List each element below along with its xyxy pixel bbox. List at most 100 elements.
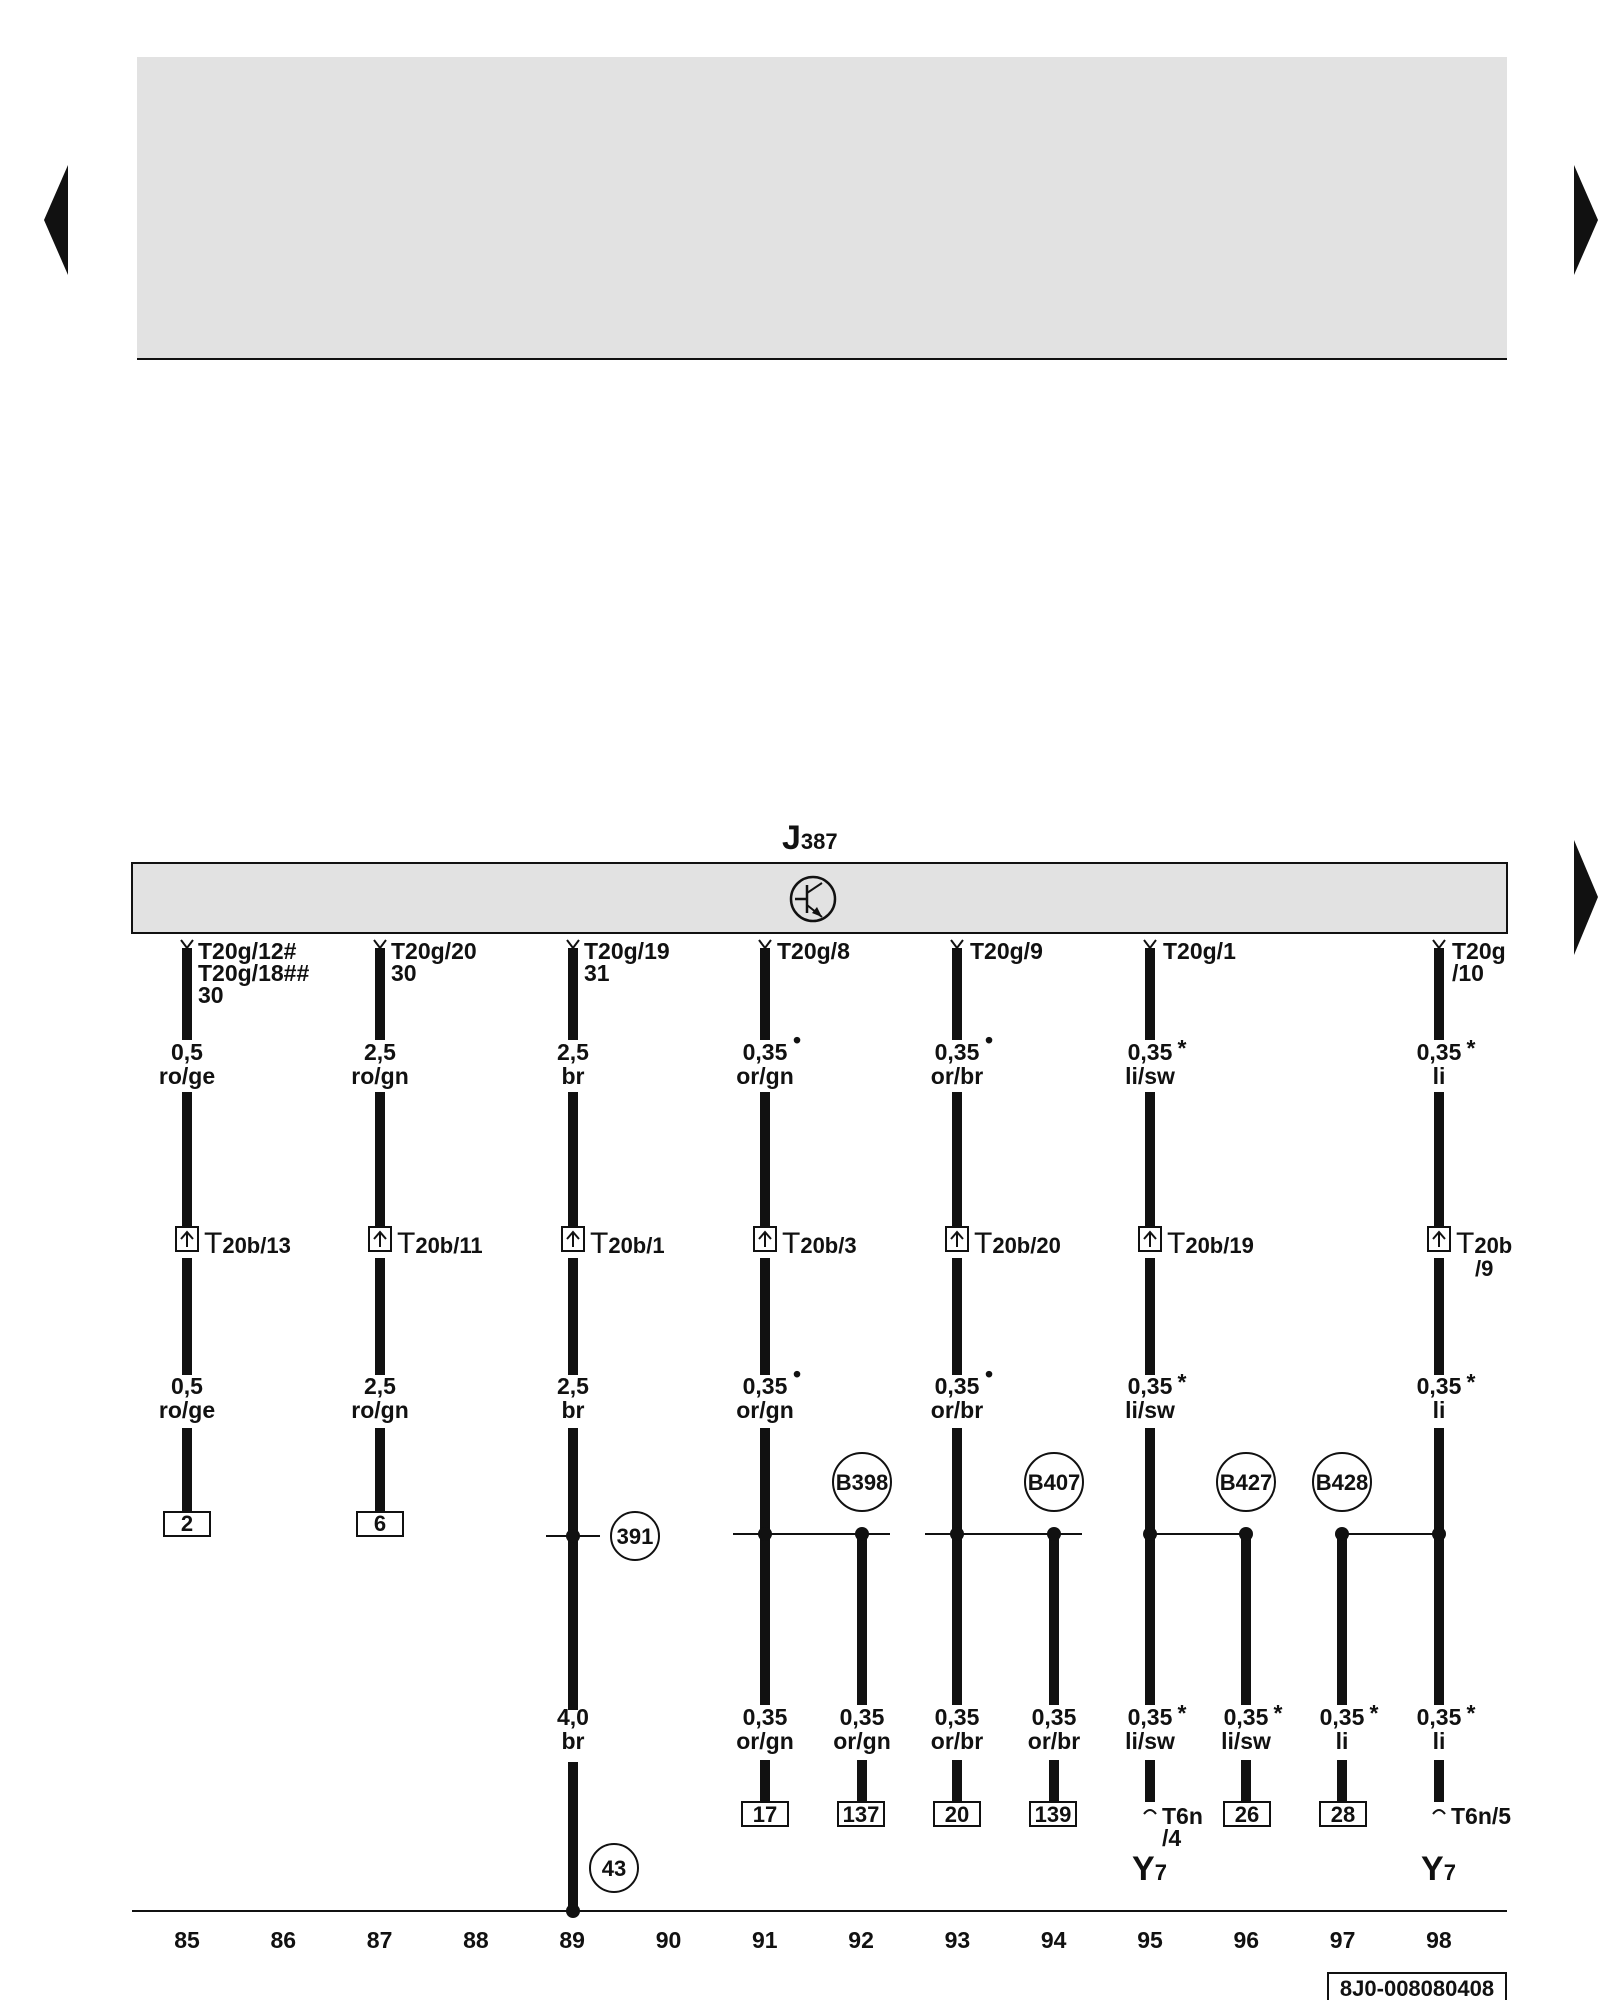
wire-ref-box: 137 [837,1801,885,1827]
track-number: 88 [463,1927,489,1953]
connector-label: T20b/3 [782,1227,857,1260]
wire-size-label: 0,35 [743,1704,788,1730]
prev-page-icon[interactable] [44,165,68,275]
wire-ref-box: 20 [933,1801,981,1827]
pin-hook-icon [1432,1809,1446,1815]
svg-text:391: 391 [617,1524,654,1549]
wire-size-label: 0,35 [1320,1704,1365,1730]
track-number: 93 [945,1927,971,1953]
svg-text:17: 17 [753,1802,777,1827]
wire-size-label: 0,35 [743,1373,788,1399]
splice-b427: B427 [1216,1452,1276,1512]
bullet-mark: • [793,1361,801,1387]
wire-size-label: 0,35 [1224,1704,1269,1730]
bullet-mark: • [985,1361,993,1387]
wire-labels-bottom: 4,0br0,35or/gn0,35or/gn0,35or/br0,35or/b… [557,1700,1476,1754]
track-number: 97 [1330,1927,1356,1953]
wire-color-label: or/gn [833,1728,891,1754]
wire-color-label: li [1433,1728,1446,1754]
svg-text:T20g/1: T20g/1 [1163,938,1236,964]
junction-dot [1047,1527,1061,1541]
track-number: 85 [174,1927,200,1953]
splice-b428: B428 [1312,1452,1372,1512]
junction-dot [1335,1527,1349,1541]
bottom-pin-label: T6n/4 [1162,1803,1203,1851]
track-number: 91 [752,1927,778,1953]
splice-391: 391 [610,1511,660,1561]
wire-ref-box: 6 [356,1511,404,1537]
track-number: 96 [1234,1927,1260,1953]
track-number: 89 [559,1927,585,1953]
svg-text:8J0-008080408: 8J0-008080408 [1340,1976,1494,2000]
transistor-icon [789,875,837,923]
connector: T20b/1 [561,1226,665,1260]
pin-arrow-icon [373,939,387,950]
pin-arrow-icon [566,939,580,950]
wire-size-label: 0,35 [743,1039,788,1065]
splice-b407: B407 [1024,1452,1084,1512]
wire-labels-top: 0,5ro/ge2,5ro/gn2,5br0,35or/gn•0,35or/br… [159,1027,1476,1089]
wire-color-label: li/sw [1125,1063,1175,1089]
wire-color-label: or/br [931,1397,983,1423]
ground-point-43: 43 [589,1843,639,1893]
pin-label: T20g/1 [1163,938,1236,964]
track-number: 86 [271,1927,297,1953]
wire-size-label: 2,5 [364,1039,396,1065]
asterisk-mark: * [1467,1700,1476,1726]
wire-size-label: 0,35 [1128,1704,1173,1730]
wire-color-label: or/gn [736,1063,794,1089]
wire-color-label: ro/ge [159,1063,215,1089]
wire-ref-box: 26 [1223,1801,1271,1827]
wire-color-label: br [562,1397,585,1423]
svg-text:2: 2 [181,1511,193,1536]
bottom-pin-label: T6n/5 [1451,1803,1511,1829]
connector-label: T20b/13 [204,1227,291,1260]
wire-color-label: li [1336,1728,1349,1754]
pin-arrow-icon [180,939,194,950]
wire-color-label: or/br [931,1728,983,1754]
svg-text:B398: B398 [836,1470,889,1495]
control-unit-box [131,862,1508,934]
wire-color-label: br [562,1063,585,1089]
track-number: 90 [656,1927,682,1953]
wire-size-label: 0,35 [935,1039,980,1065]
svg-text:20: 20 [945,1802,969,1827]
asterisk-mark: * [1178,1369,1187,1395]
wire-ref-box: 17 [741,1801,789,1827]
pin-label: T20g/12#T20g/18##30 [198,938,309,1008]
svg-text:T20g/8: T20g/8 [777,938,850,964]
svg-text:B428: B428 [1316,1470,1369,1495]
bullet-mark: • [793,1027,801,1053]
wire-size-label: 0,35 [1032,1704,1077,1730]
next-section-icon[interactable] [1574,840,1598,955]
connector: T20b/13 [175,1226,291,1260]
connector-label: /9 [1475,1256,1493,1281]
junction-dot [1239,1527,1253,1541]
wire-color-label: or/gn [736,1397,794,1423]
svg-text:T20g/12#T20g/18##30: T20g/12#T20g/18##30 [198,938,309,1008]
bullet-mark: • [985,1027,993,1053]
wire-size-label: 0,5 [171,1373,203,1399]
pin-arrow-icon [1432,939,1446,950]
track-number: 92 [848,1927,874,1953]
svg-text:28: 28 [1331,1802,1355,1827]
svg-text:26: 26 [1235,1802,1259,1827]
wire-size-label: 0,35 [1417,1704,1462,1730]
svg-text:B407: B407 [1028,1470,1081,1495]
pin-label: T20g/9 [970,938,1043,964]
wire-color-label: li [1433,1397,1446,1423]
next-page-icon[interactable] [1574,165,1598,275]
svg-text:T20g/10: T20g/10 [1452,938,1506,986]
svg-text:139: 139 [1035,1802,1072,1827]
wire-color-label: li/sw [1125,1397,1175,1423]
track-number: 87 [367,1927,393,1953]
svg-text:B427: B427 [1220,1470,1273,1495]
wires [180,939,1446,1918]
header-panel [137,57,1507,359]
control-unit-label: J387 [782,819,838,857]
wire-size-label: 0,35 [1417,1373,1462,1399]
